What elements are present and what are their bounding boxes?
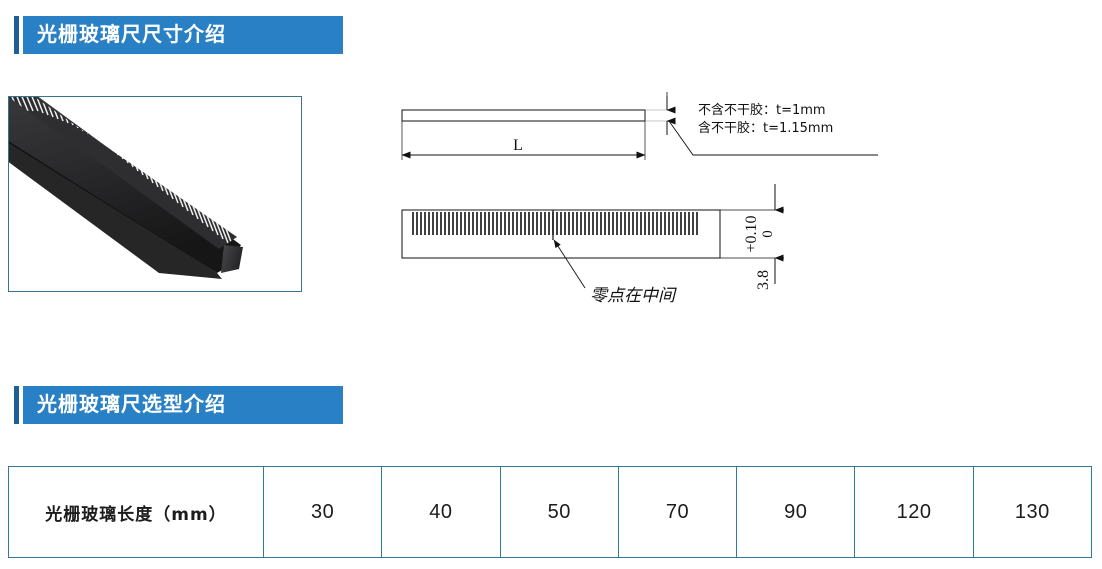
scale-body: [9, 97, 241, 273]
banner-accent-bar: [14, 386, 19, 424]
thickness-callout: [645, 92, 878, 156]
height-tolerance-lower: 0: [760, 230, 776, 238]
table-cell-length-0: 30: [262, 466, 383, 558]
banner-gap: [19, 16, 23, 54]
drawing-top-view: [401, 109, 646, 160]
scale-end-cap: [221, 245, 243, 273]
banner-gap: [19, 386, 23, 424]
spec-table: 光栅玻璃长度（mm） 30 40 50 70 90 120 130: [8, 466, 1093, 558]
drawing-front-view: [401, 209, 721, 259]
table-cell-length-1: 40: [381, 466, 501, 558]
section-banner-selection: 光栅玻璃尺选型介绍: [14, 386, 343, 424]
table-cell-length-4: 90: [736, 466, 856, 558]
table-cell-length-6: 130: [972, 466, 1093, 558]
banner-body: 光栅玻璃尺选型介绍: [23, 386, 343, 424]
scale-side-face: [9, 141, 222, 279]
table-cell-length-3: 70: [617, 466, 738, 558]
product-photo-image: [9, 97, 299, 289]
table-row-label: 光栅玻璃长度（mm）: [8, 466, 264, 558]
thickness-note-1: 不含不干胶：t=1mm: [698, 102, 826, 118]
height-dimension: [720, 184, 784, 284]
banner-body: 光栅玻璃尺尺寸介绍: [23, 16, 343, 54]
zero-point-leader: [553, 239, 586, 289]
zero-point-note: 零点在中间: [590, 286, 677, 305]
height-tolerance-upper: +0.10: [743, 215, 760, 252]
section-banner-dimension: 光栅玻璃尺尺寸介绍: [14, 16, 343, 54]
thickness-note-2: 含不干胶：t=1.15mm: [698, 120, 833, 136]
dimension-label-L: L: [513, 137, 523, 154]
table-row: 光栅玻璃长度（mm） 30 40 50 70 90 120 130: [8, 466, 1093, 558]
technical-drawing: L 不含不干胶：t=1mm 含不干胶：t=1.15mm +0.10 0 3.8 …: [380, 88, 1080, 318]
section-title-dimension: 光栅玻璃尺尺寸介绍: [37, 24, 226, 46]
table-cell-length-2: 50: [499, 466, 619, 558]
product-photo-frame: [8, 96, 302, 292]
banner-accent-bar: [14, 16, 19, 54]
section-title-selection: 光栅玻璃尺选型介绍: [37, 394, 226, 416]
table-cell-length-5: 120: [854, 466, 974, 558]
height-value: 3.8: [755, 270, 772, 290]
grating-pattern: [412, 212, 698, 235]
